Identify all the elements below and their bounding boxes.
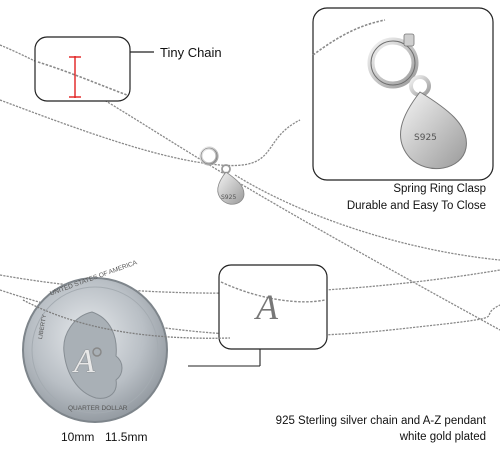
pendant-letter-on-coin: A <box>74 343 95 380</box>
pendant-zoom-frame <box>188 264 328 367</box>
coin-bottom-text: QUARTER DOLLAR <box>68 405 128 412</box>
chain-zoom-frame <box>34 36 154 102</box>
material-caption-line-1: 925 Sterling silver chain and A-Z pendan… <box>275 415 486 427</box>
pendant-letter-zoom: A <box>256 287 278 327</box>
large-tag-stamp: S925 <box>414 133 437 143</box>
tiny-chain-label: Tiny Chain <box>160 45 222 60</box>
material-caption-line-2: white gold plated <box>399 431 486 443</box>
coin-portrait <box>63 311 123 399</box>
pendant-on-coin <box>92 347 102 357</box>
pendant-size-label: 11.5mm <box>105 430 148 444</box>
coin-size-label: 10mm <box>61 430 95 444</box>
clasp-caption-line-2: Durable and Easy To Close <box>346 200 486 212</box>
clasp-caption-line-1: Spring Ring Clasp <box>393 183 486 195</box>
small-tag-stamp: S925 <box>221 194 237 201</box>
small-tag <box>217 171 245 205</box>
large-tag <box>400 91 467 170</box>
clasp-zoom-frame <box>312 7 494 181</box>
small-clasp <box>199 146 245 205</box>
quarter-coin <box>22 277 231 423</box>
